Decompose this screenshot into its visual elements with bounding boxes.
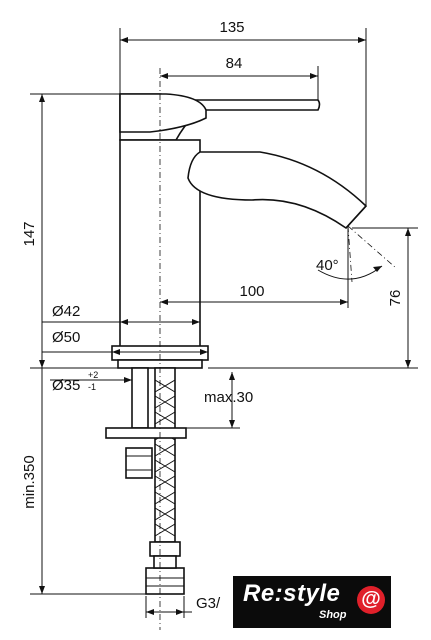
faucet-body [111, 93, 368, 369]
dim-width-total: 135 [219, 19, 244, 36]
dim-thread: G3/ [196, 595, 221, 612]
mounting-assembly [105, 367, 187, 595]
dim-tolerance-plus: +2 [88, 370, 98, 380]
dim-diameter-hole: Ø35 [52, 377, 80, 394]
dim-spout-angle: 40° [316, 257, 339, 274]
dimension-labels: 135 84 147 40° 100 76 Ø42 Ø50 Ø35 +2 -1 … [21, 19, 404, 612]
restyle-shop-logo: Re:style Shop @ [233, 576, 391, 628]
dim-tolerance-minus: -1 [88, 382, 96, 392]
dim-spout-reach: 100 [239, 283, 264, 300]
dim-lever-length: 84 [226, 55, 243, 72]
dim-max-thickness: max.30 [204, 389, 253, 406]
dim-height-total: 147 [21, 221, 38, 246]
dim-diameter-base: Ø50 [52, 329, 80, 346]
dim-hose-length: min.350 [21, 455, 38, 508]
at-cart-icon: @ [357, 586, 385, 614]
dim-diameter-body: Ø42 [52, 303, 80, 320]
dim-spout-height: 76 [387, 290, 404, 307]
logo-brand: Re:style [243, 580, 341, 607]
center-lines [159, 68, 397, 630]
dimension-lines [30, 28, 418, 618]
logo-sub: Shop [319, 609, 347, 621]
